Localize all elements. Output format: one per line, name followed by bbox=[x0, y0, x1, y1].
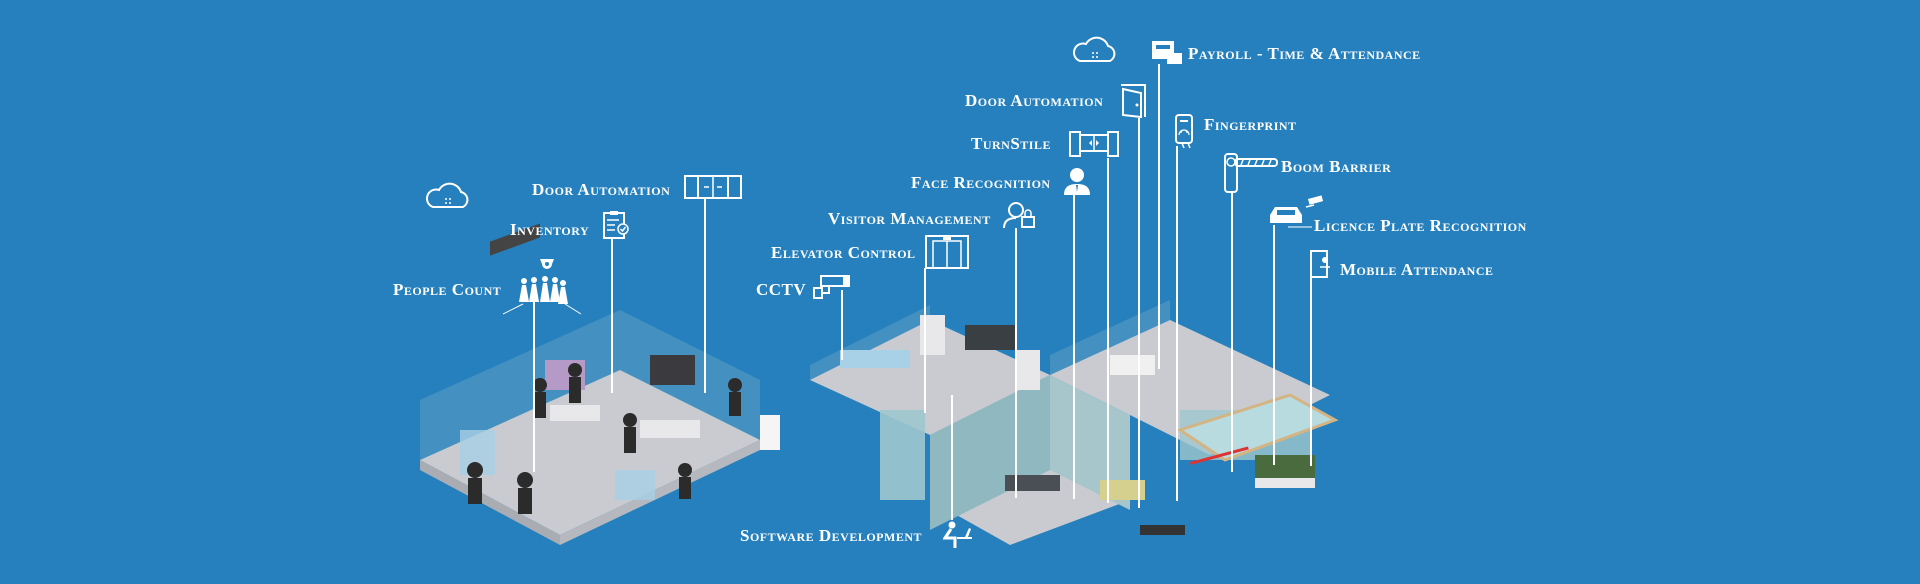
connector-line bbox=[1073, 194, 1075, 499]
label-face-recognition: Face Recognition bbox=[911, 173, 1051, 192]
connector-line bbox=[951, 395, 953, 520]
label-licence-plate: Licence Plate Recognition bbox=[1314, 216, 1527, 235]
turnstile-icon bbox=[1069, 129, 1119, 162]
label-fingerprint: Fingerprint bbox=[1204, 115, 1297, 134]
car-camera-icon bbox=[1268, 195, 1330, 234]
label-elevator-control: Elevator Control bbox=[771, 243, 916, 262]
sliding-door-icon bbox=[684, 175, 742, 204]
visitor-lock-icon bbox=[1002, 201, 1036, 234]
connector-line bbox=[1015, 228, 1017, 498]
retail-store-floor bbox=[420, 223, 780, 545]
cctv-camera-icon bbox=[813, 274, 853, 305]
connector-line bbox=[704, 198, 706, 393]
connector-line bbox=[611, 238, 613, 393]
label-software-development: Software Development bbox=[740, 526, 922, 545]
label-visitor-management: Visitor Management bbox=[828, 209, 991, 228]
developer-desk-icon bbox=[942, 520, 973, 555]
connector-line bbox=[1231, 192, 1233, 472]
dome-camera-icon bbox=[539, 256, 555, 274]
label-cctv: CCTV bbox=[756, 280, 807, 299]
label-payroll: Payroll - Time & Attendance bbox=[1188, 44, 1421, 63]
office-complex bbox=[810, 300, 1339, 545]
label-door-automation: Door Automation bbox=[532, 180, 671, 199]
label-inventory: Inventory bbox=[510, 220, 590, 239]
fingerprint-reader-icon bbox=[1174, 113, 1196, 154]
label-boom-barrier: Boom Barrier bbox=[1281, 157, 1392, 176]
cloud-icon bbox=[423, 181, 473, 216]
connector-line bbox=[533, 302, 535, 472]
people-group-icon bbox=[502, 276, 583, 321]
elevator-icon bbox=[925, 235, 969, 274]
connector-line bbox=[924, 268, 926, 413]
label-turnstile: TurnStile bbox=[971, 134, 1051, 153]
connector-line bbox=[1310, 276, 1312, 466]
connector-line bbox=[841, 290, 843, 360]
payroll-card-icon bbox=[1151, 40, 1183, 71]
clipboard-check-icon bbox=[602, 210, 630, 245]
connector-line bbox=[1138, 118, 1140, 508]
label-door-automation-2: Door Automation bbox=[965, 91, 1104, 110]
connector-line bbox=[1158, 64, 1160, 369]
connector-line bbox=[1176, 146, 1178, 501]
cloud-icon bbox=[1070, 35, 1120, 70]
label-mobile-attendance: Mobile Attendance bbox=[1340, 260, 1494, 279]
label-people-count: People Count bbox=[393, 280, 502, 299]
person-icon bbox=[1062, 166, 1092, 201]
connector-line bbox=[1273, 225, 1275, 465]
mobile-phone-icon bbox=[1310, 250, 1332, 283]
door-icon bbox=[1119, 83, 1149, 124]
connector-line bbox=[1107, 158, 1109, 503]
